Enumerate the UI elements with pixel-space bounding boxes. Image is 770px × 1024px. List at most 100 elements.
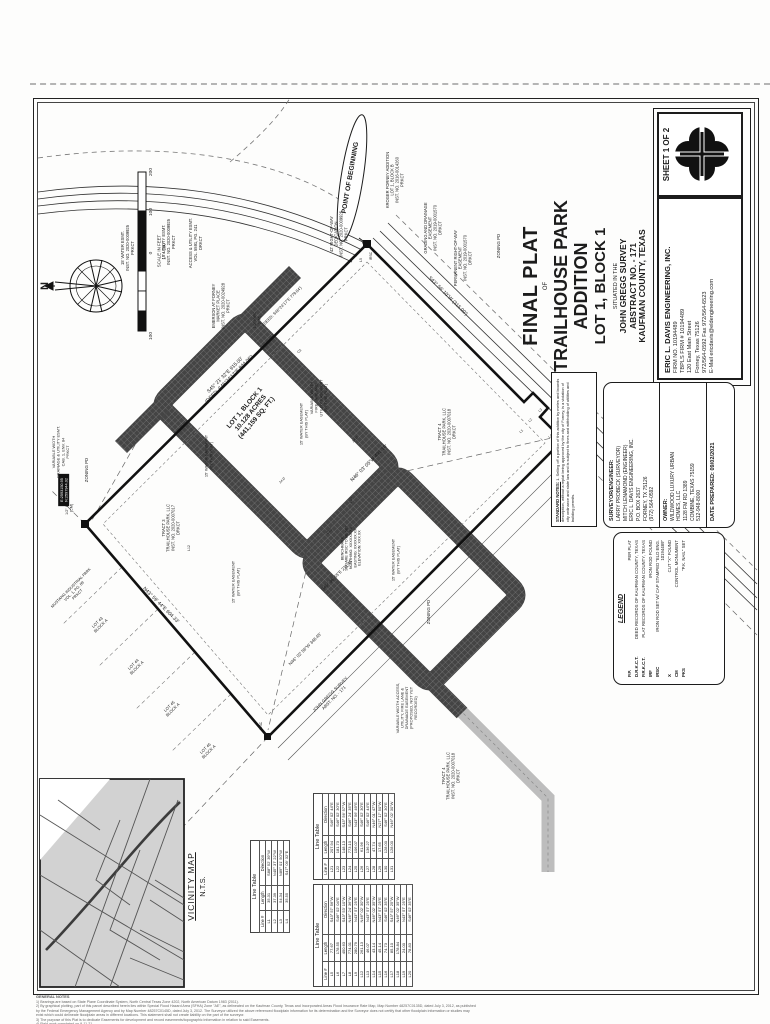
- sheet-border-outer: [33, 98, 759, 995]
- svg-text:0: 0: [148, 251, 154, 254]
- svg-text:E:2593150.95N:2597944.02: E:2593150.95N:2597944.02: [60, 478, 68, 502]
- svg-text:IRSC: IRSC: [259, 721, 263, 730]
- plat-label: EMERSON AT FORNEYMARKET PLACEINST. NO. 2…: [211, 282, 231, 329]
- svg-text:15' WATER EASEMENT(BY THIS PLA: 15' WATER EASEMENT(BY THIS PLAT): [391, 538, 401, 581]
- plat-label: 100: [148, 332, 154, 340]
- line-table-title: Line Table: [250, 840, 259, 933]
- plat-label: 15' WATER ESMT.INST. NO. 2020-0009925PRK…: [120, 224, 135, 271]
- plat-label: 15' WATER EASEMENT(BY THIS PLAT): [204, 434, 214, 477]
- surveyor-line: MITCH LENAMOND (ENGINEER): [622, 444, 629, 521]
- legend-title: LEGEND: [618, 593, 625, 624]
- firm-line: 972/564-0592 Fax 972/564-6523: [701, 291, 708, 374]
- date-prepared: DATE PREPARED: 09/02/2021: [709, 442, 716, 521]
- plat-label: L5: [359, 258, 363, 262]
- plat-label: VARIABLE WIDTHFIRE LANE ANDUTILITY EASEM…: [309, 379, 328, 417]
- plat-label: C13: [326, 528, 333, 535]
- boundary-line: [83, 242, 565, 739]
- owner-line: WILDWOOD LUXURY URBAN: [669, 452, 676, 521]
- plat-label: LOT 43BLOCK A: [89, 614, 109, 634]
- fold-dash-line: [30, 83, 770, 85]
- water-easement-offset: [102, 261, 546, 716]
- scale-bar: [137, 171, 147, 332]
- corner-monuments: [81, 240, 566, 740]
- sheet-number-label: SHEET 1 OF 2: [662, 127, 671, 182]
- svg-text:KROGER FORNEY ADDITIONLOT 1, B: KROGER FORNEY ADDITIONLOT 1, BLOCK BINST…: [385, 152, 405, 208]
- svg-text:N46° 02' 56"W 348.45': N46° 02' 56"W 348.45': [288, 631, 323, 666]
- surveyor-line: P.O. BOX 2637: [635, 487, 642, 521]
- plat-label: L13: [349, 497, 353, 503]
- north-arrow-icon: [43, 259, 123, 313]
- general-note: 3) The purpose of this Plat is to dedica…: [36, 1017, 270, 1022]
- plat-label: 15' WATER EASEMENT(BY THIS PLAT): [231, 560, 241, 603]
- svg-text:TRACT 3TRAILHOUSE PARK, LLCINS: TRACT 3TRAILHOUSE PARK, LLCINST. NO. 202…: [161, 504, 181, 552]
- plat-label: GRADING AND DRAINAGEEASEMENTINST. NO. 20…: [423, 202, 443, 253]
- plat-label: TRACT 3TRAILHOUSE PARK, LLCINST. NO. 202…: [161, 504, 181, 552]
- plat-label: L12: [187, 545, 191, 551]
- svg-text:15' WATER EASEMENT(BY THIS PLA: 15' WATER EASEMENT(BY THIS PLAT): [299, 402, 309, 445]
- firm-info-box: ERIC L. DAVIS ENGINEERING, INC.FIRM NO. …: [657, 197, 743, 380]
- title-line: OF: [543, 281, 550, 291]
- svg-text:IRSC: IRSC: [369, 251, 373, 260]
- vicinity-map-scale: N.T.S.: [198, 876, 207, 897]
- plat-label: L3: [538, 407, 544, 413]
- sheet-border-inner: [37, 102, 755, 991]
- svg-text:24.0': 24.0': [351, 435, 359, 443]
- vicinity-caption: VICINITY MAP N.T.S.: [186, 818, 220, 955]
- svg-text:VARIABLE WIDTHDRAINAGE & UTILI: VARIABLE WIDTHDRAINAGE & UTILITY ESMT.CA…: [51, 426, 70, 478]
- plat-label: ZONING PD: [426, 600, 431, 624]
- svg-text:L2: L2: [528, 417, 534, 423]
- plat-label: IRSC: [259, 721, 263, 730]
- svg-text:LOT 44BLOCK A: LOT 44BLOCK A: [125, 656, 145, 676]
- plat-label: L2: [528, 417, 534, 423]
- svg-text:1/2" IRF(CM): 1/2" IRF(CM): [65, 500, 73, 514]
- svg-text:LOT 45BLOCK A: LOT 45BLOCK A: [161, 698, 181, 718]
- plat-label: C3: [296, 348, 302, 354]
- svg-text:ZONING PD: ZONING PD: [84, 458, 89, 482]
- firm-line: FIRM NO. 10194489: [672, 321, 679, 373]
- svg-text:ACCESS & UTILITY ESMT.VOL. 559: ACCESS & UTILITY ESMT.VOL. 5591, PG. 241…: [188, 218, 203, 268]
- surveyor-line: (972) 564-0592: [649, 486, 656, 521]
- svg-text:C13: C13: [326, 528, 333, 535]
- plat-label: N: [39, 282, 51, 290]
- svg-text:ZONING PD: ZONING PD: [426, 600, 431, 624]
- owner-heading: OWNER:: [662, 498, 669, 521]
- plat-label: KROGER FORNEY ADDITIONLOT 1, BLOCK BINST…: [385, 152, 405, 208]
- svg-text:LOT 43BLOCK A: LOT 43BLOCK A: [89, 614, 109, 634]
- plat-label: 24.0': [278, 476, 286, 484]
- plat-label: TRACT 4TRAILHOUSE PARK, LLCINST. NO. 202…: [437, 408, 457, 456]
- svg-text:L12: L12: [187, 545, 191, 551]
- plat-label: E:2593150.95N:2597944.02: [58, 473, 70, 507]
- line-table-title: Line Table: [313, 793, 322, 880]
- owner-line: COMBINE, TEXAS 75159: [689, 463, 696, 521]
- surveyor-line: ERIC L. DAVIS ENGINEERING, INC.: [629, 438, 636, 521]
- svg-text:C3: C3: [296, 348, 302, 354]
- sheet-number-box: SHEET 1 OF 2: [657, 112, 743, 197]
- firm-line: E-Mail ericdavis@eldengineering.com: [709, 279, 716, 373]
- plat-label: MUSTANG INDUSTRIAL PARKVOL. 1, PG. 89PRK…: [50, 566, 92, 608]
- firm-line: TBPLS FIRM # 10194489: [680, 308, 687, 373]
- owner-line: HOMES, LLC: [676, 490, 683, 521]
- plat-label: 24.0': [351, 435, 359, 443]
- svg-text:BENCHMARK:SQUARE IRSC TO BE SE: BENCHMARK:SQUARE IRSC TO BE SETNORTHING:…: [340, 524, 361, 570]
- plat-label: JOHN GREGG SURVEYABST. NO. - 171: [312, 675, 349, 712]
- svg-text:GRADING AND DRAINAGEEASEMENTIN: GRADING AND DRAINAGEEASEMENTINST. NO. 20…: [423, 202, 443, 253]
- standard-notes-box: STANDARD NOTES: 1. Selling off a portion…: [551, 372, 597, 527]
- plat-label: 100: [148, 208, 154, 216]
- svg-text:L1: L1: [519, 428, 525, 434]
- firm-line: Forney, Texas 75126: [694, 321, 701, 373]
- svg-text:ZONING PD: ZONING PD: [496, 234, 501, 258]
- plat-label: 200: [148, 168, 154, 176]
- legend-entry: P.R.K.C.T.PLAT RECORDS OF KAUFMAN COUNTY…: [641, 540, 647, 677]
